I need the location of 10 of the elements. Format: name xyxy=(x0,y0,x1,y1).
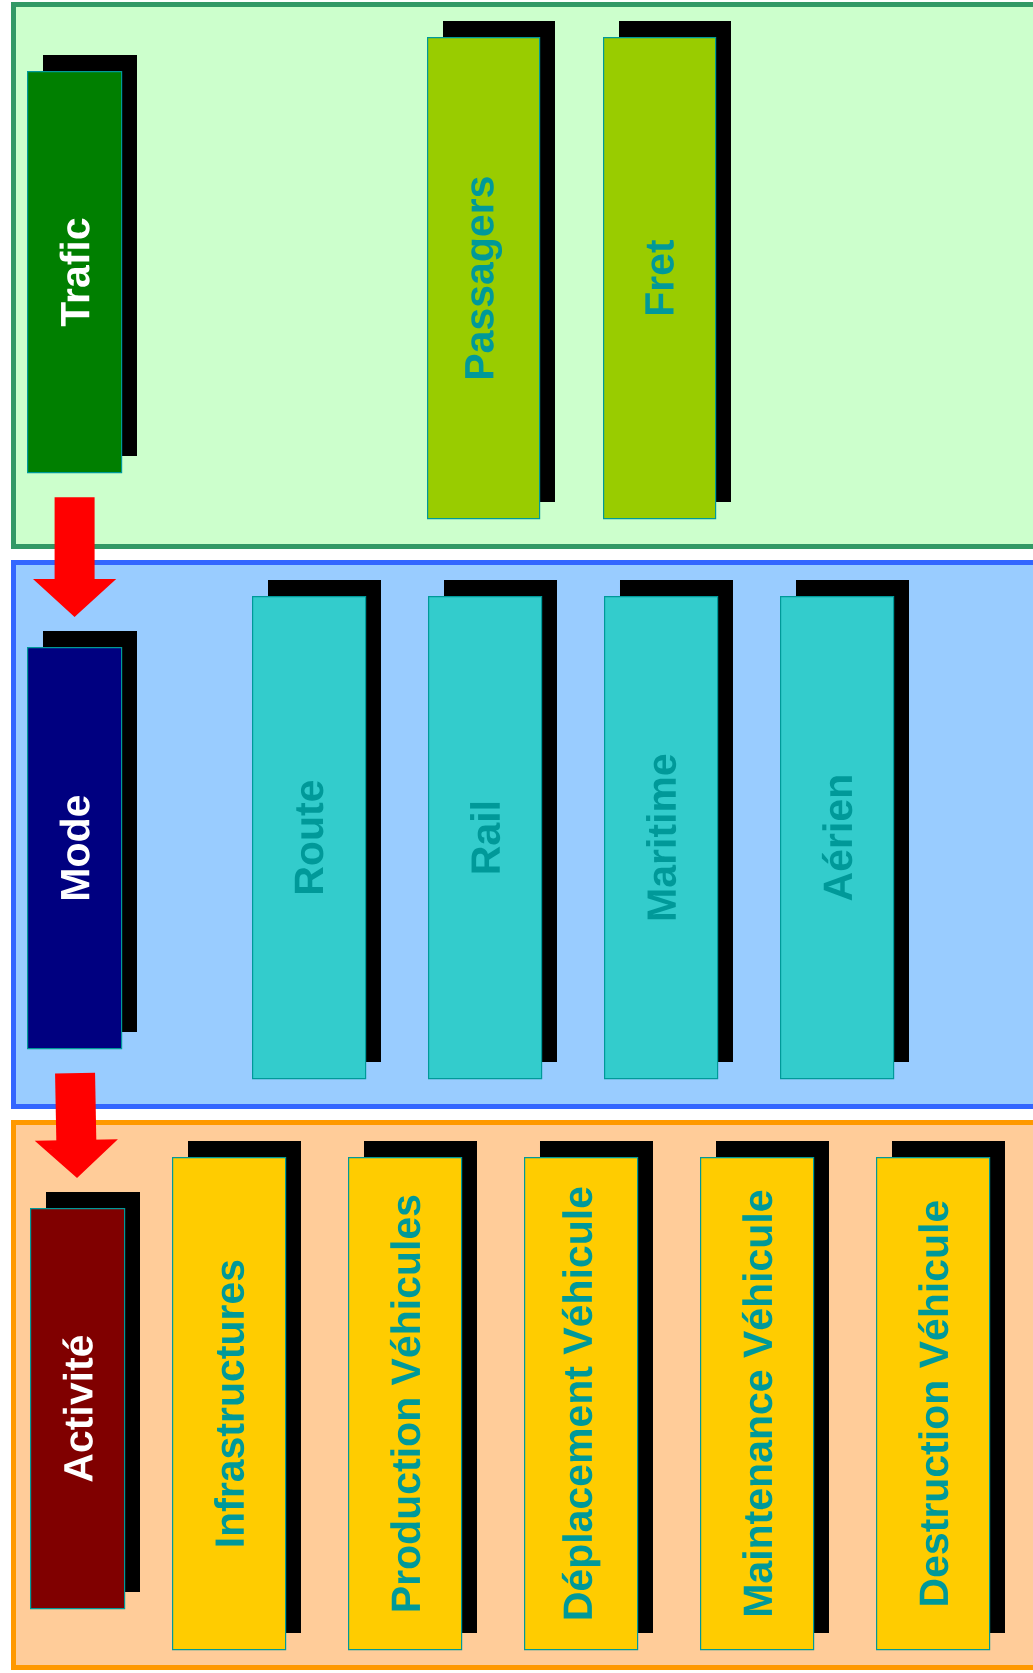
category-box: Trafic xyxy=(27,55,137,474)
item-box: Fret xyxy=(603,21,731,520)
item-box: Passagers xyxy=(427,21,555,520)
category-box: Mode xyxy=(27,631,137,1050)
item-box: Production Véhicules xyxy=(348,1141,477,1651)
item-box: Déplacement Véhicule xyxy=(524,1141,653,1651)
item-box: Infrastructures xyxy=(172,1141,301,1651)
item-box: Maintenance Véhicule xyxy=(700,1141,829,1651)
item-box: Destruction Véhicule xyxy=(876,1141,1005,1651)
category-box: Activité xyxy=(30,1192,140,1610)
